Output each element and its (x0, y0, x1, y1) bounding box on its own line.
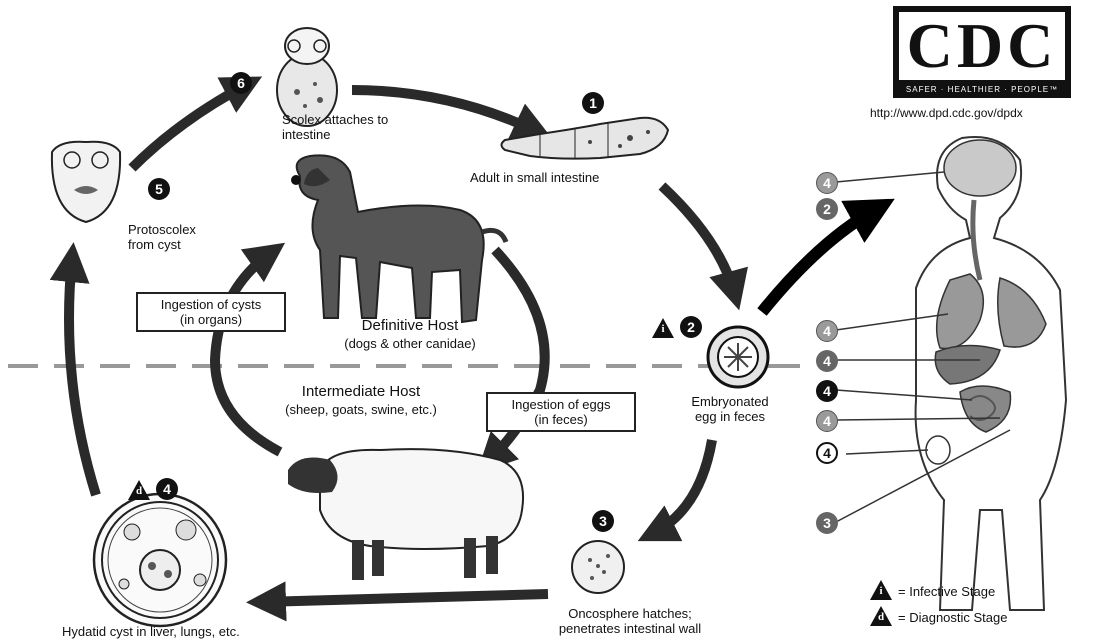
egg-illustration (708, 327, 768, 387)
cdc-logo: CDC SAFER · HEALTHIER · PEOPLE™ (893, 6, 1071, 98)
intermediate-host-title: Intermediate Host (266, 384, 456, 399)
stage-6-number: 6 (230, 72, 252, 94)
arrow-1-to-2 (662, 186, 735, 295)
legend-infective-label: = Infective Stage (898, 584, 1038, 599)
stage-4-label: Hydatid cyst in liver, lungs, etc. (62, 624, 322, 639)
cdc-logo-text: CDC (899, 12, 1065, 80)
human-marker-2: 2 (816, 198, 838, 220)
cdc-tagline: SAFER · HEALTHIER · PEOPLE™ (893, 84, 1071, 96)
stage-6-label: Scolex attaches to intestine (282, 112, 432, 142)
stage-1-label: Adult in small intestine (470, 170, 650, 185)
stage-4-number: 4 (156, 478, 178, 500)
stage-5-number: 5 (148, 178, 170, 200)
oncosphere-illustration (572, 541, 624, 593)
arrow-2-to-3 (652, 440, 712, 534)
legend-infective-icon: i (870, 580, 892, 600)
arrow-5-to-6 (132, 84, 248, 168)
human-marker-4-lung: 4 (816, 320, 838, 342)
ingestion-cysts-line2: (in organs) (144, 312, 278, 327)
ingestion-cysts-line1: Ingestion of cysts (144, 297, 278, 312)
ingestion-eggs-line2: (in feces) (494, 412, 628, 427)
human-marker-4-bone: 4 (816, 442, 838, 464)
infective-stage-icon: i (652, 318, 674, 338)
stage-3-label: Oncosphere hatches; penetrates intestina… (548, 606, 712, 636)
legend-diagnostic-icon: d (870, 606, 892, 626)
protoscolex-illustration (52, 142, 120, 222)
stage-3-number: 3 (592, 510, 614, 532)
human-marker-4-spleen: 4 (816, 380, 838, 402)
ingestion-of-cysts-box: Ingestion of cysts (in organs) (136, 292, 286, 332)
diagnostic-stage-icon: d (128, 480, 150, 500)
legend-diagnostic-label: = Diagnostic Stage (898, 610, 1048, 625)
arrow-sheep-to-dog (215, 252, 280, 452)
ingestion-eggs-line1: Ingestion of eggs (494, 397, 628, 412)
arrow-4-to-5 (69, 258, 96, 495)
stage-5-label: Protoscolex from cyst (128, 222, 208, 252)
human-marker-3: 3 (816, 512, 838, 534)
definitive-host-subtitle: (dogs & other canidae) (320, 336, 500, 351)
arrow-3-to-4 (262, 594, 548, 602)
human-marker-4-intestine: 4 (816, 410, 838, 432)
definitive-host-title: Definitive Host (330, 318, 490, 333)
stage-2-label: Embryonated egg in feces (680, 394, 780, 424)
stage-1-number: 1 (582, 92, 604, 114)
hydatid-cyst-illustration (94, 494, 226, 626)
ingestion-of-eggs-box: Ingestion of eggs (in feces) (486, 392, 636, 432)
cdc-url-link[interactable]: http://www.dpd.cdc.gov/dpdx (870, 106, 1023, 121)
sheep-illustration (288, 449, 523, 580)
stage-2-number: 2 (680, 316, 702, 338)
human-marker-4-brain: 4 (816, 172, 838, 194)
arrow-2-to-human (762, 208, 878, 312)
human-marker-4-liver: 4 (816, 350, 838, 372)
intermediate-host-subtitle: (sheep, goats, swine, etc.) (256, 402, 466, 417)
